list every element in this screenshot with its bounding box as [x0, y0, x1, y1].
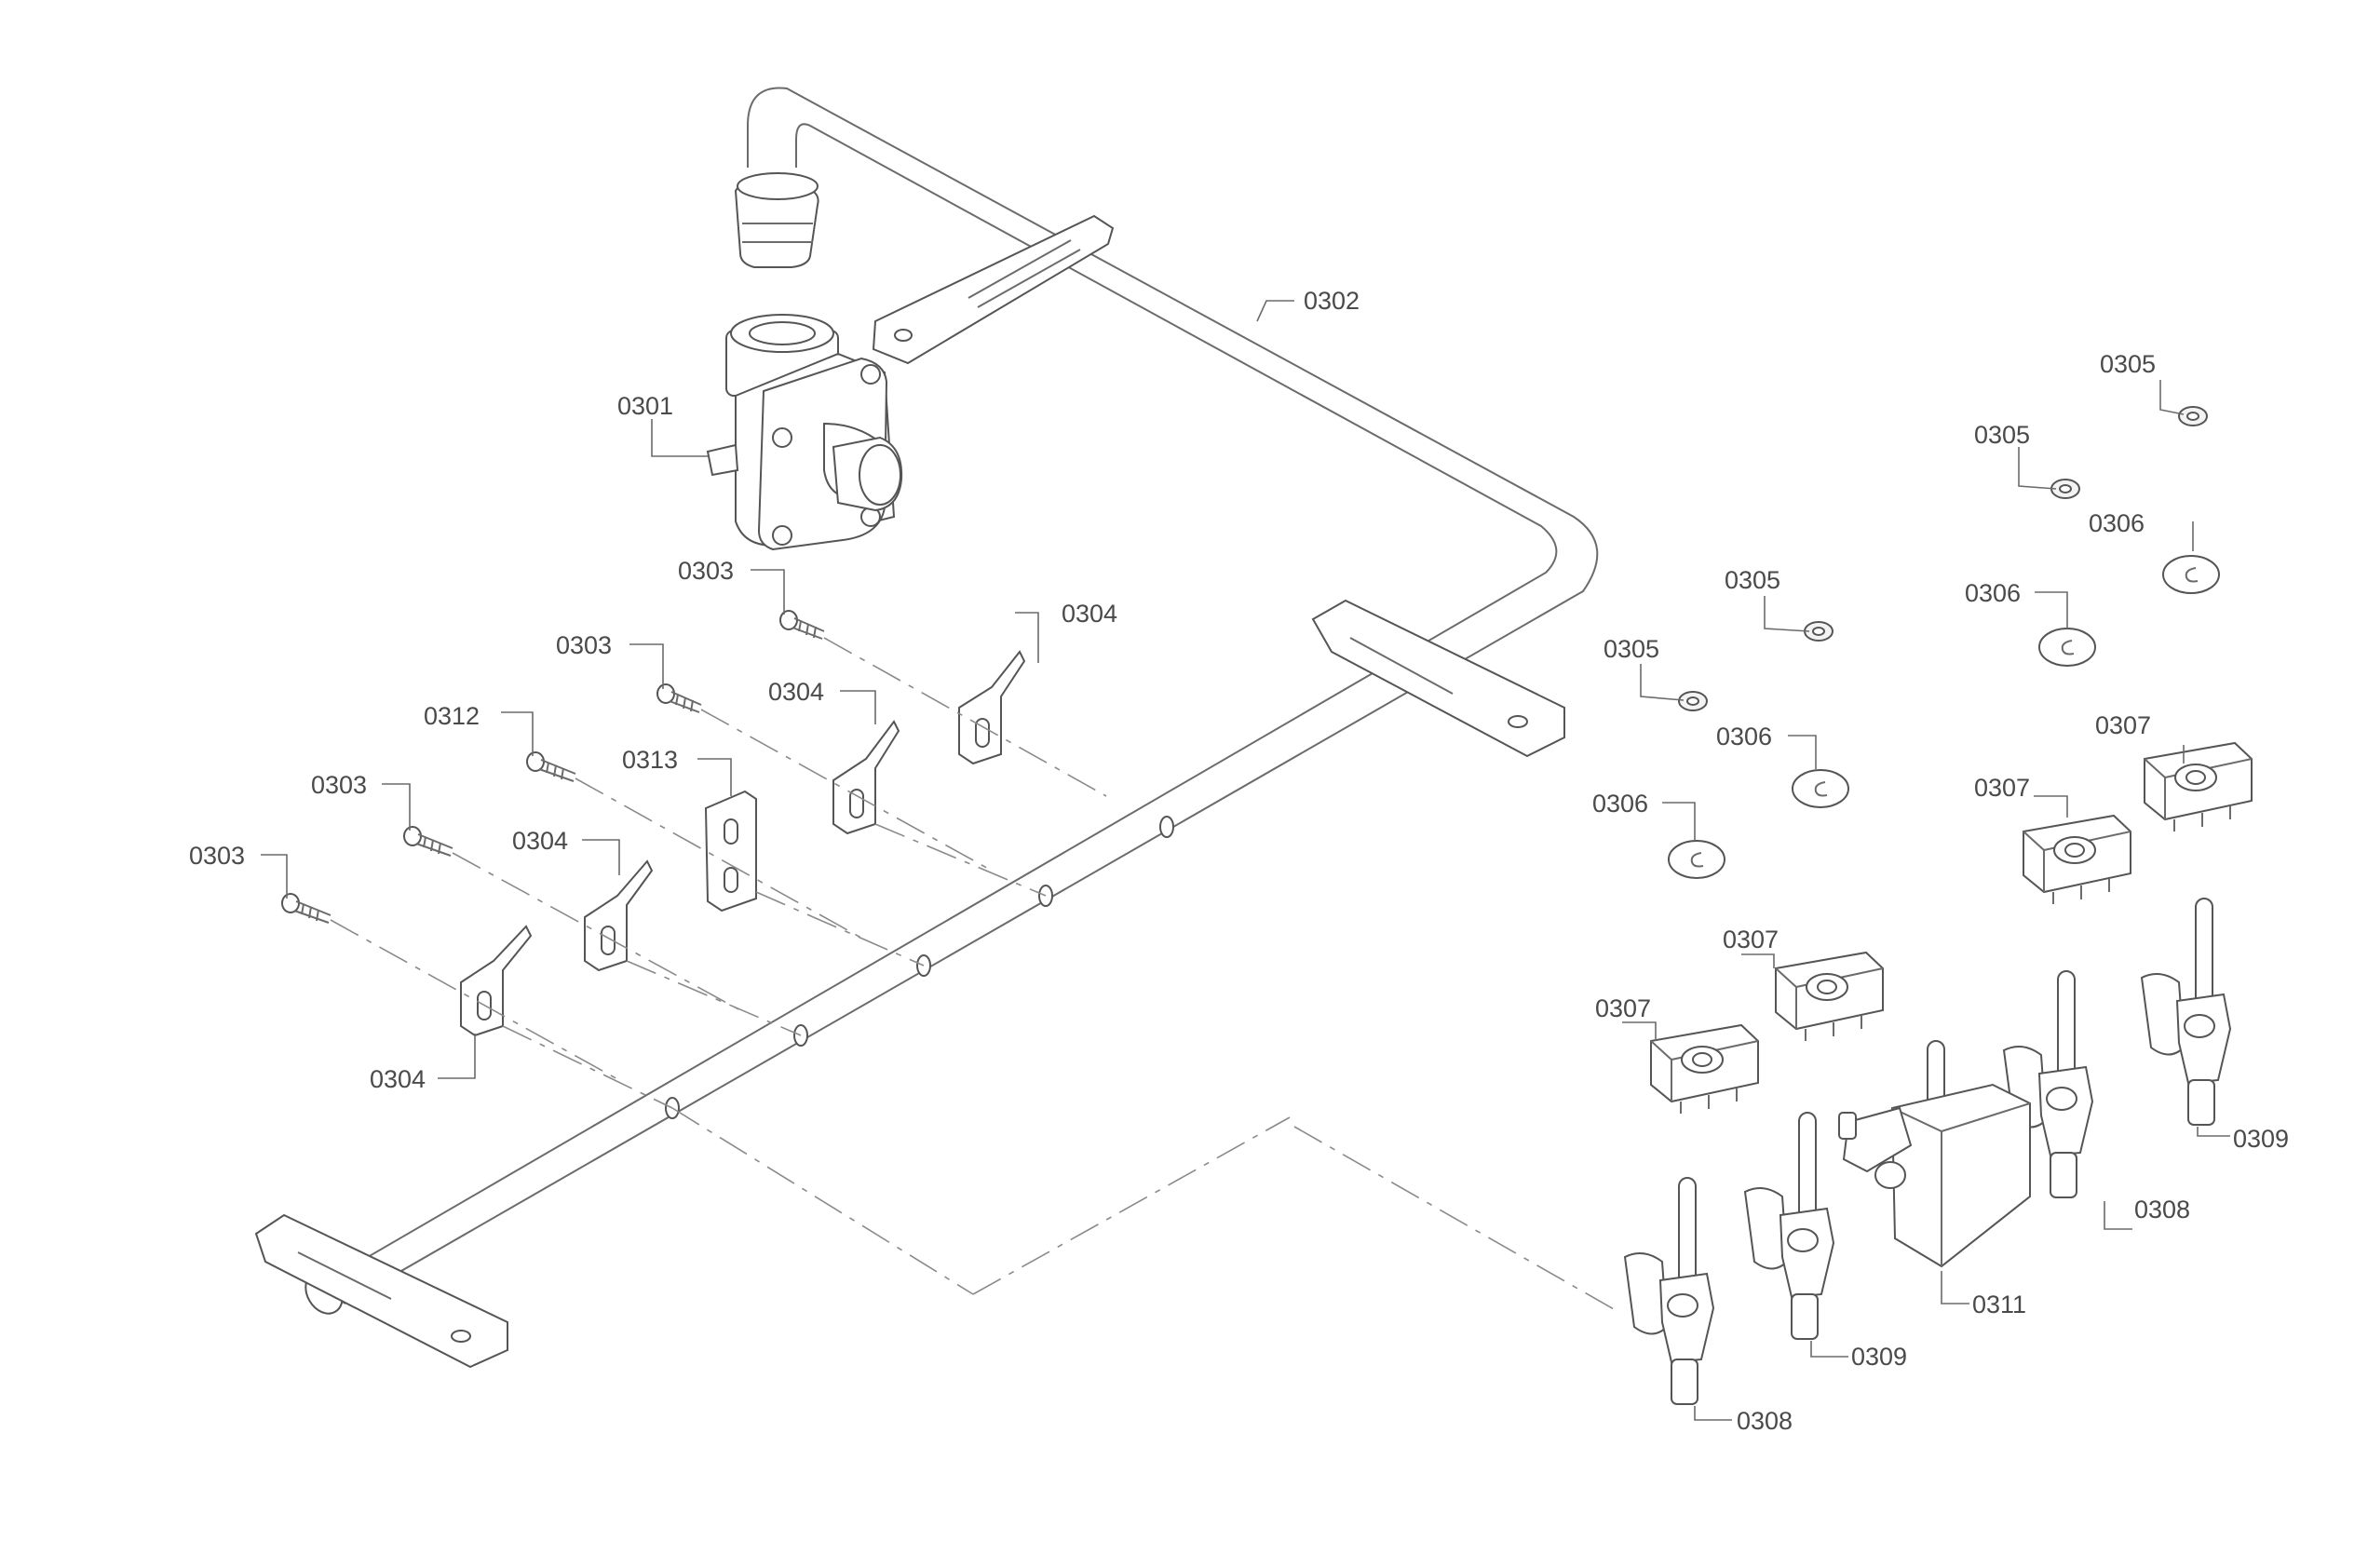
callout-0307-c: 0307	[1723, 926, 1779, 953]
plate-0313	[704, 790, 757, 912]
holder-0307-d	[1650, 1023, 1759, 1114]
callout-0306-d: 0306	[1592, 790, 1648, 818]
mounting-bracket-top	[872, 214, 1115, 365]
clip-0306-d	[1668, 840, 1725, 879]
holder-0307-b	[2023, 814, 2131, 904]
callout-0306-c: 0306	[1716, 723, 1772, 750]
clip-0306-b	[2038, 628, 2096, 667]
gas-tap-0309-right	[2140, 898, 2232, 1126]
mounting-bracket-right	[1311, 599, 1565, 758]
callout-0305-c: 0305	[1725, 566, 1780, 594]
callout-0306-b: 0306	[1965, 579, 2021, 607]
clip-0304-b	[832, 720, 900, 835]
callout-0304-c: 0304	[512, 827, 568, 855]
screw-0303-d	[281, 893, 332, 924]
leader-lines	[261, 300, 2230, 1421]
clip-0306-c	[1792, 769, 1849, 808]
clip-0304-d	[460, 925, 533, 1037]
callout-0304-b: 0304	[768, 678, 824, 706]
clip-0304-a	[958, 650, 1026, 765]
screw-0312	[526, 751, 576, 782]
clip-0304-c	[584, 859, 654, 972]
screw-0303-b	[656, 683, 702, 713]
callout-0302: 0302	[1304, 287, 1360, 315]
washer-0305-d	[1678, 691, 1708, 711]
gas-manifold-pipe	[304, 87, 1599, 1315]
callout-0309-a: 0309	[2233, 1125, 2289, 1153]
callout-0307-b: 0307	[1974, 774, 2030, 802]
callout-0304-a: 0304	[1062, 600, 1117, 628]
callout-0307-d: 0307	[1595, 994, 1651, 1022]
callout-0305-a: 0305	[2100, 350, 2156, 378]
callout-0309-b: 0309	[1851, 1343, 1907, 1371]
callout-0307-a: 0307	[2095, 711, 2151, 739]
callout-0303-b: 0303	[556, 631, 612, 659]
callout-labels: 0301 0302 0303 0303 0303 0303 0304 0304 …	[189, 287, 2289, 1435]
gas-tap-0308-left	[1623, 1177, 1715, 1405]
callout-0308-a: 0308	[2134, 1196, 2190, 1223]
callout-0306-a: 0306	[2089, 509, 2145, 537]
holder-0307-c	[1775, 951, 1884, 1041]
callout-0313: 0313	[622, 746, 678, 774]
assembly-dash-lines	[330, 637, 1621, 1314]
holder-0307-a	[2144, 741, 2253, 831]
valve-0311	[1838, 1040, 2031, 1268]
screw-0303-a	[779, 610, 825, 640]
washer-0305-a	[2178, 406, 2208, 426]
clip-0306-a	[2162, 555, 2220, 594]
callout-0304-d: 0304	[370, 1065, 426, 1093]
callout-0305-d: 0305	[1603, 635, 1659, 663]
callout-0311: 0311	[1972, 1291, 2026, 1318]
callout-0303-a: 0303	[678, 557, 734, 585]
callout-0303-c: 0303	[311, 771, 367, 799]
mounting-bracket-left	[254, 1213, 508, 1369]
screw-0303-c	[403, 826, 453, 857]
callout-0312: 0312	[424, 702, 480, 730]
gas-regulator	[706, 172, 903, 551]
gas-tap-0309-left	[1743, 1112, 1835, 1340]
callout-0303-d: 0303	[189, 842, 245, 870]
callout-0301: 0301	[617, 392, 673, 420]
callout-0305-b: 0305	[1974, 421, 2030, 449]
callout-0308-b: 0308	[1737, 1407, 1793, 1435]
